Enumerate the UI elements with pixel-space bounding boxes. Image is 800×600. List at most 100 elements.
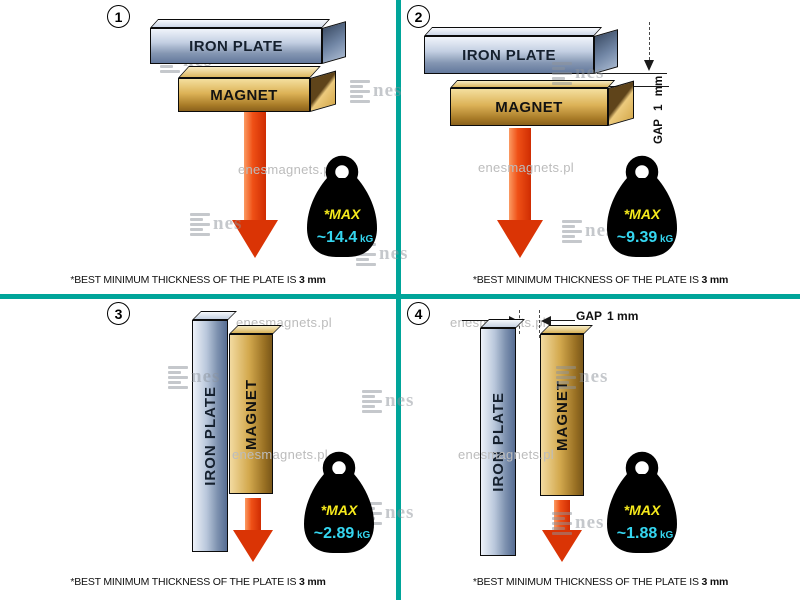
weight-unit: kG	[660, 530, 674, 541]
iron-plate-front-face: IRON PLATE	[480, 328, 516, 556]
weight-kettlebell: *MAX ~14.4 kG	[307, 155, 377, 257]
enes-logo-text: nes	[575, 62, 605, 84]
caption-text: *BEST MINIMUM THICKNESS OF THE PLATE IS	[70, 274, 297, 286]
iron-plate-front-face: IRON PLATE	[150, 28, 322, 64]
enes-logo-watermark: nes	[168, 366, 220, 389]
site-watermark: enesmagnets.pl	[232, 447, 328, 462]
arrow-head	[233, 530, 273, 562]
enes-logo-text: nes	[585, 220, 615, 242]
gap-label: GAP	[653, 119, 665, 144]
iron-plate-top-face	[192, 311, 237, 320]
enes-logo-text: nes	[213, 213, 243, 235]
pull-force-arrow	[232, 112, 278, 258]
weight-max-label: *MAX	[324, 206, 362, 222]
magnet-label: MAGNET	[242, 378, 260, 450]
iron-plate-top-face	[424, 27, 603, 36]
magnet-label: MAGNET	[495, 98, 563, 116]
gap-dimension-label: GAP 1 mm	[653, 74, 665, 144]
site-watermark: enesmagnets.pl	[458, 447, 554, 462]
gap-extension-line	[649, 22, 650, 60]
enes-logo-text: nes	[385, 502, 415, 524]
weight-kettlebell: *MAX ~9.39 kG	[607, 155, 677, 257]
weight-value: ~14.4	[317, 229, 358, 246]
panel-3: 3 enesmagnets.pl IRON PLATE MAGNET enesm…	[0, 299, 413, 600]
magnet-top-face	[229, 325, 282, 334]
panel-2: 2 IRON PLATE GAP 1 mm MAGNET	[401, 0, 800, 294]
enes-logo-text: nes	[385, 390, 415, 412]
enes-logo-e-icon	[556, 366, 576, 389]
enes-logo-watermark: nes	[190, 213, 242, 236]
panel-3-number: 3	[107, 302, 130, 325]
enes-logo-e-icon	[552, 62, 572, 85]
magnet-top-face	[178, 66, 321, 78]
enes-logo-e-icon	[562, 220, 582, 243]
iron-plate-front-face: IRON PLATE	[192, 320, 228, 552]
caption: *BEST MINIMUM THICKNESS OF THE PLATE IS …	[401, 274, 800, 286]
magnet-label: MAGNET	[210, 86, 278, 104]
caption-text: *BEST MINIMUM THICKNESS OF THE PLATE IS	[70, 576, 297, 588]
iron-plate-label: IRON PLATE	[489, 392, 507, 492]
magnet-front-face: MAGNET	[178, 78, 310, 112]
enes-logo-text: nes	[379, 243, 409, 265]
pull-force-arrow	[233, 498, 273, 562]
arrow-shaft	[509, 128, 531, 220]
kettlebell-body	[304, 474, 374, 553]
weight-value: ~1.88	[617, 525, 658, 542]
magnet-front-face: MAGNET	[540, 334, 584, 496]
weight-unit: kG	[357, 530, 371, 541]
panel-4-number: 4	[407, 302, 430, 325]
iron-plate-front-face: IRON PLATE	[424, 36, 594, 74]
enes-logo-e-icon	[350, 80, 370, 103]
enes-logo-e-icon	[190, 213, 210, 236]
arrow-head	[497, 220, 543, 258]
caption-bold: 3 mm	[701, 274, 729, 286]
arrow-shaft	[245, 498, 261, 530]
caption: *BEST MINIMUM THICKNESS OF THE PLATE IS …	[0, 576, 396, 588]
weight-value: ~9.39	[617, 229, 658, 246]
enes-logo-watermark: nes	[350, 80, 402, 103]
enes-logo-text: nes	[575, 512, 605, 534]
enes-logo-watermark: nes	[362, 390, 414, 413]
horizontal-divider	[0, 294, 800, 299]
gap-arrow-down-icon	[644, 60, 654, 71]
site-watermark: enesmagnets.pl	[238, 162, 334, 177]
caption: *BEST MINIMUM THICKNESS OF THE PLATE IS …	[0, 274, 396, 286]
arrow-head	[542, 530, 582, 562]
gap-value: 1 mm	[653, 75, 665, 111]
weight-kettlebell: *MAX ~2.89 kG	[304, 451, 374, 553]
iron-plate-label: IRON PLATE	[462, 46, 556, 64]
enes-logo-text: nes	[191, 366, 221, 388]
pull-force-arrow	[497, 128, 543, 258]
iron-plate-label: IRON PLATE	[201, 386, 219, 486]
gap-label: GAP	[576, 309, 603, 323]
magnet-front-face: MAGNET	[450, 88, 608, 126]
weight-max-label: *MAX	[321, 502, 359, 518]
magnet-front-face: MAGNET	[229, 334, 273, 494]
iron-plate-side-face	[322, 21, 346, 64]
enes-logo-e-icon	[168, 366, 188, 389]
caption: *BEST MINIMUM THICKNESS OF THE PLATE IS …	[401, 576, 800, 588]
gap-leader-line	[551, 320, 575, 321]
vertical-divider	[396, 0, 401, 600]
gap-extension-line	[539, 310, 540, 338]
magnet-side-face	[310, 70, 336, 112]
gap-leader-line	[607, 86, 669, 87]
enes-logo-text: nes	[373, 80, 403, 102]
iron-plate-label: IRON PLATE	[189, 37, 283, 55]
gap-arrow-left-icon	[541, 316, 551, 326]
caption-bold: 3 mm	[701, 576, 729, 588]
panel-2-number: 2	[407, 5, 430, 28]
enes-logo-watermark: nes	[552, 62, 604, 85]
caption-bold: 3 mm	[299, 274, 326, 286]
enes-logo-text: nes	[579, 366, 609, 388]
magnet-label: MAGNET	[553, 379, 571, 451]
magnet-side-face	[608, 80, 634, 126]
caption-bold: 3 mm	[299, 576, 326, 588]
enes-logo-e-icon	[362, 390, 382, 413]
caption-text: *BEST MINIMUM THICKNESS OF THE PLATE IS	[472, 274, 699, 286]
enes-logo-watermark: nes	[552, 512, 604, 535]
iron-plate-top-face	[150, 19, 331, 28]
panel-1-number: 1	[107, 5, 130, 28]
